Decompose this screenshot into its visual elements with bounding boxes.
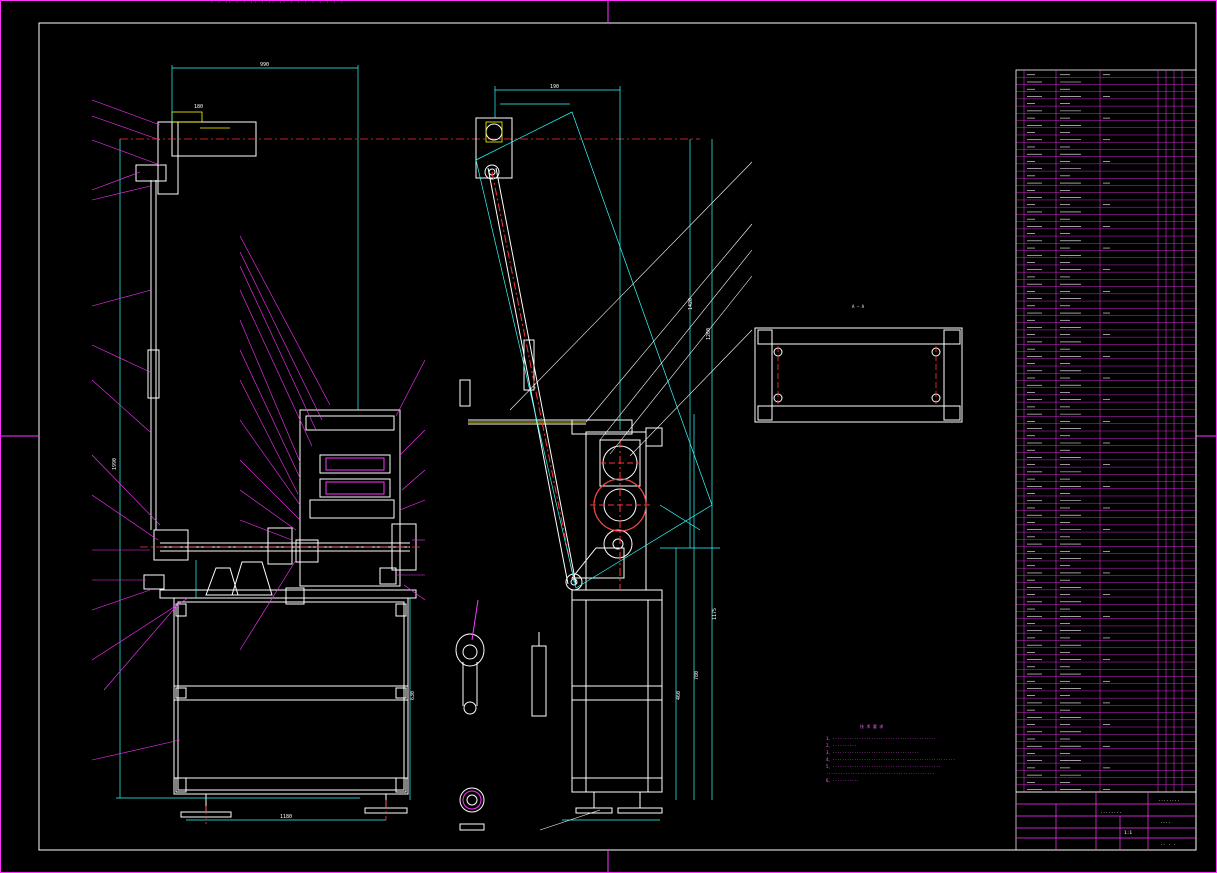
note-2: 2、·········· — [826, 743, 857, 748]
top-caption: · · ·· · · ·· · ·· ·· · · · · · · · · — [210, 0, 344, 6]
section-label: A — A — [852, 304, 865, 309]
side-view-dims — [475, 86, 720, 821]
dim-d6: 190 — [550, 84, 559, 90]
dim-d2: 180 — [194, 104, 203, 110]
front-view-dims — [116, 65, 411, 821]
note-5: 5、······································… — [826, 764, 941, 769]
notes-title: 技 术 要 求 — [860, 723, 883, 729]
dim-d3: 1990 — [112, 458, 118, 470]
front-view-centerlines — [120, 138, 700, 824]
title-block — [1015, 791, 1197, 851]
dim-d9: 1260 — [706, 328, 712, 340]
side-view-leaders — [509, 161, 753, 831]
dim-d7: 1175 — [712, 608, 718, 620]
detail-views — [455, 632, 547, 831]
side-view-yellow — [468, 121, 586, 423]
title-drawing-name: ········ — [1100, 811, 1122, 816]
front-view-hatch — [325, 457, 385, 495]
dim-d5: 630 — [410, 691, 416, 700]
detail-views-color — [462, 599, 482, 810]
note-6: 6、··········· — [826, 778, 859, 783]
dim-d4: 1180 — [280, 814, 292, 820]
title-material: ···· — [1160, 821, 1171, 826]
dim-d1: 990 — [260, 62, 269, 68]
title-scale: 1:1 — [1124, 830, 1132, 836]
dim-d10: 1420 — [688, 298, 694, 310]
parts-list — [1015, 69, 1197, 793]
notes: 1、······································… — [826, 736, 955, 783]
dim-d11: 460 — [676, 691, 682, 700]
title-school: ········ — [1158, 799, 1180, 804]
note-3: 3、···································· — [826, 750, 919, 755]
section-view — [754, 327, 963, 423]
note-4: 4、······································… — [826, 757, 955, 762]
note-5b: ········································… — [826, 771, 934, 776]
side-view-red — [491, 171, 650, 590]
note-1: 1、······································… — [826, 736, 936, 741]
section-centerlines — [777, 346, 937, 404]
front-view-highlight — [171, 111, 230, 129]
front-view-leaders — [91, 99, 426, 761]
side-view — [459, 117, 663, 814]
title-sheet: ·· · · — [1160, 843, 1176, 848]
inner-frame — [38, 22, 1197, 851]
dim-d8: 780 — [694, 671, 700, 680]
